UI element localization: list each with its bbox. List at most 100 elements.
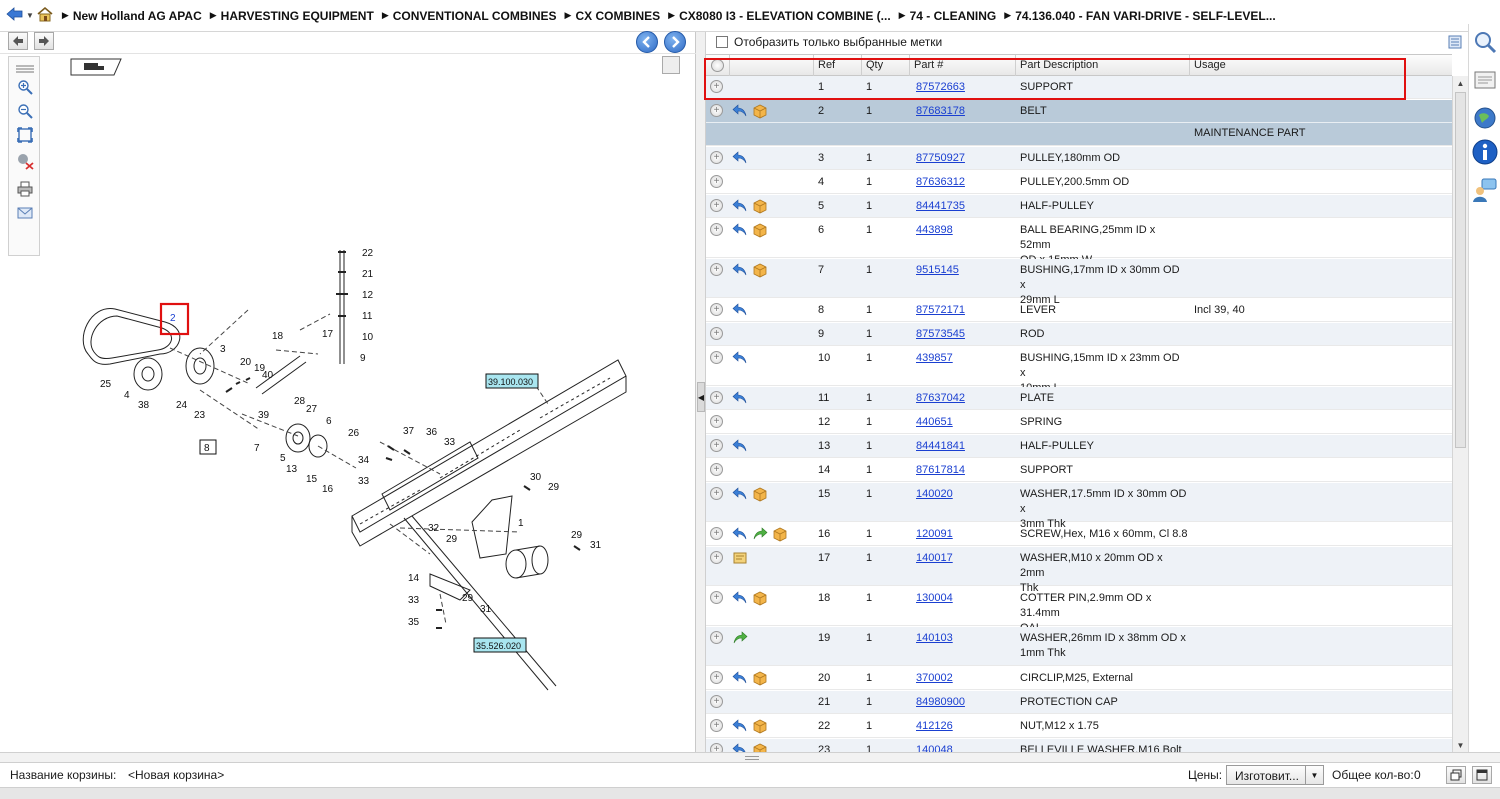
zoom-out-button[interactable] (15, 101, 35, 121)
part-number-link[interactable]: 130004 (916, 592, 953, 604)
callout-label[interactable]: 37 (403, 426, 415, 437)
horizontal-splitter[interactable] (0, 752, 1500, 762)
expand-row-icon[interactable]: + (710, 439, 723, 452)
callout-label[interactable]: 14 (408, 573, 420, 584)
expand-row-icon[interactable]: + (710, 80, 723, 93)
breadcrumb-item[interactable]: ▶74.136.040 - FAN VARI-DRIVE - SELF-LEVE… (1004, 9, 1275, 23)
cart-name-value[interactable]: <Новая корзина> (128, 768, 225, 782)
replacement-arrow-icon[interactable] (732, 222, 748, 238)
print-button[interactable] (15, 179, 35, 199)
part-number-link[interactable]: 87617814 (916, 464, 965, 476)
package-icon[interactable] (752, 590, 768, 606)
fit-to-window-button[interactable] (15, 125, 35, 145)
callout-label[interactable]: 27 (306, 404, 318, 415)
callout-label[interactable]: 19 (254, 363, 266, 374)
replacement-arrow-icon[interactable] (732, 486, 748, 502)
part-number-link[interactable]: 140103 (916, 632, 953, 644)
package-icon[interactable] (772, 526, 788, 542)
replacement-arrow-icon[interactable] (732, 302, 748, 318)
expand-row-icon[interactable]: + (710, 223, 723, 236)
frame-callout-label[interactable]: 8 (204, 443, 210, 454)
expand-row-icon[interactable]: + (710, 104, 723, 117)
callout-label[interactable]: 32 (428, 523, 440, 534)
part-number-link[interactable]: 84441735 (916, 200, 965, 212)
replacement-arrow-icon[interactable] (732, 526, 748, 542)
list-view-icon[interactable] (1448, 35, 1462, 49)
scroll-down-icon[interactable]: ▼ (1456, 740, 1465, 750)
callout-label[interactable]: 10 (362, 332, 374, 343)
package-icon[interactable] (752, 198, 768, 214)
callout-label[interactable]: 40 (262, 370, 274, 381)
clear-selection-button[interactable] (15, 151, 35, 171)
forward-arrow-icon[interactable] (752, 526, 768, 542)
part-number-link[interactable]: 120091 (916, 528, 953, 540)
callout-label[interactable]: 26 (348, 428, 360, 439)
info-button[interactable] (1471, 138, 1499, 166)
expand-row-icon[interactable]: + (710, 327, 723, 340)
expand-row-icon[interactable]: + (710, 671, 723, 684)
support-chat-button[interactable] (1471, 176, 1499, 204)
next-diagram-button[interactable] (664, 31, 686, 53)
callout-label[interactable]: 1 (518, 518, 524, 529)
replacement-arrow-icon[interactable] (732, 198, 748, 214)
callout-label[interactable]: 15 (306, 474, 318, 485)
expand-row-icon[interactable]: + (710, 487, 723, 500)
callout-label[interactable]: 31 (590, 540, 602, 551)
part-number-link[interactable]: 87683178 (916, 105, 965, 117)
replacement-arrow-icon[interactable] (732, 742, 748, 752)
callout-label[interactable]: 30 (530, 472, 542, 483)
package-icon[interactable] (752, 718, 768, 734)
callout-label[interactable]: 4 (124, 390, 130, 401)
callout-label[interactable]: 36 (426, 427, 438, 438)
expand-row-icon[interactable]: + (710, 415, 723, 428)
restore-window-button[interactable] (1446, 766, 1466, 784)
expand-row-icon[interactable]: + (710, 175, 723, 188)
replacement-arrow-icon[interactable] (732, 590, 748, 606)
package-icon[interactable] (752, 670, 768, 686)
callout-label[interactable]: 3 (220, 344, 226, 355)
expand-row-icon[interactable]: + (710, 743, 723, 752)
breadcrumb-item[interactable]: ▶CONVENTIONAL COMBINES (382, 9, 557, 23)
previous-diagram-button[interactable] (636, 31, 658, 53)
next-page-button[interactable] (34, 32, 54, 50)
part-number-link[interactable]: 370002 (916, 672, 953, 684)
replacement-arrow-icon[interactable] (732, 262, 748, 278)
search-button[interactable] (1471, 28, 1499, 56)
callout-label[interactable]: 18 (272, 331, 284, 342)
callout-label[interactable]: 31 (480, 604, 492, 615)
callout-label[interactable]: 25 (100, 379, 112, 390)
callout-label[interactable]: 29 (548, 482, 560, 493)
callout-label[interactable]: 13 (286, 464, 298, 475)
expand-row-icon[interactable]: + (710, 263, 723, 276)
catalog-button[interactable] (1471, 66, 1499, 94)
part-number-link[interactable]: 439857 (916, 352, 953, 364)
part-number-link[interactable]: 9515145 (916, 264, 959, 276)
callout-label[interactable]: 17 (322, 329, 334, 340)
viewer-option-button[interactable] (662, 56, 680, 74)
part-number-link[interactable]: 412126 (916, 720, 953, 732)
replacement-arrow-icon[interactable] (732, 718, 748, 734)
callout-label[interactable]: 6 (326, 416, 332, 427)
expand-row-icon[interactable]: + (710, 351, 723, 364)
replacement-arrow-icon[interactable] (732, 670, 748, 686)
part-number-link[interactable]: 87636312 (916, 176, 965, 188)
replacement-arrow-icon[interactable] (732, 150, 748, 166)
show-selected-only-checkbox[interactable] (716, 36, 728, 48)
callout-label[interactable]: 5 (280, 453, 286, 464)
expand-row-icon[interactable]: + (710, 391, 723, 404)
callout-label[interactable]: 34 (358, 455, 370, 466)
